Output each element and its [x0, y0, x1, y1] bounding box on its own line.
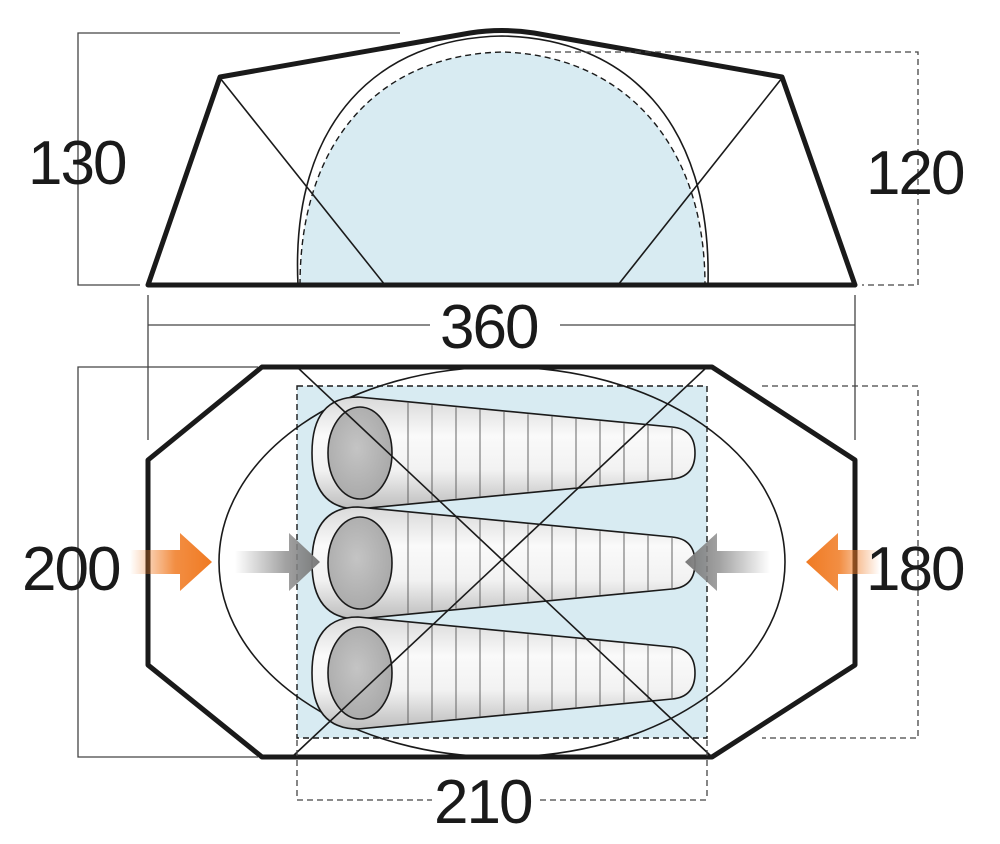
- side-panel-line-left: [219, 77, 386, 286]
- inner-length-label: 210: [434, 768, 532, 837]
- inner-width-label: 180: [866, 535, 964, 604]
- sleeping-bag: [311, 616, 696, 730]
- plan-flysheet: [145, 364, 858, 760]
- plan-view: [77, 364, 919, 801]
- sleeping-bag: [311, 506, 696, 620]
- side-inner-tent-outline: [299, 51, 706, 286]
- sleeping-bag-hood: [327, 516, 393, 610]
- inner-width-dimension-line: [762, 385, 919, 739]
- outer-width-label: 200: [22, 535, 120, 604]
- sleeping-bags: [311, 396, 696, 730]
- side-pole-arc: [296, 35, 709, 286]
- outer-width-dimension-line: [77, 366, 258, 758]
- right-entrance-arrow: [806, 533, 880, 591]
- outer-length-label: 360: [440, 293, 538, 362]
- sleeping-bag: [311, 396, 696, 510]
- sleeping-bag-hood: [327, 406, 393, 500]
- side-panel-line-right: [617, 77, 783, 286]
- side-flysheet: [145, 28, 858, 288]
- left-entrance-arrow: [130, 533, 212, 591]
- side-view: [77, 28, 919, 288]
- outer-height-dimension-line: [77, 32, 400, 286]
- sleeping-bag-hood: [327, 626, 393, 720]
- inner-length-dimension-line: [296, 740, 708, 801]
- inner-height-label: 120: [866, 139, 964, 208]
- right-inner-door-arrow: [685, 533, 770, 591]
- inner-height-dimension-line: [545, 51, 919, 286]
- side-inner-tent: [300, 52, 705, 285]
- outer-height-label: 130: [28, 129, 126, 198]
- pole-diagonal-b: [291, 366, 708, 758]
- pole-diagonal-a: [296, 366, 713, 758]
- left-inner-door-arrow: [235, 533, 320, 591]
